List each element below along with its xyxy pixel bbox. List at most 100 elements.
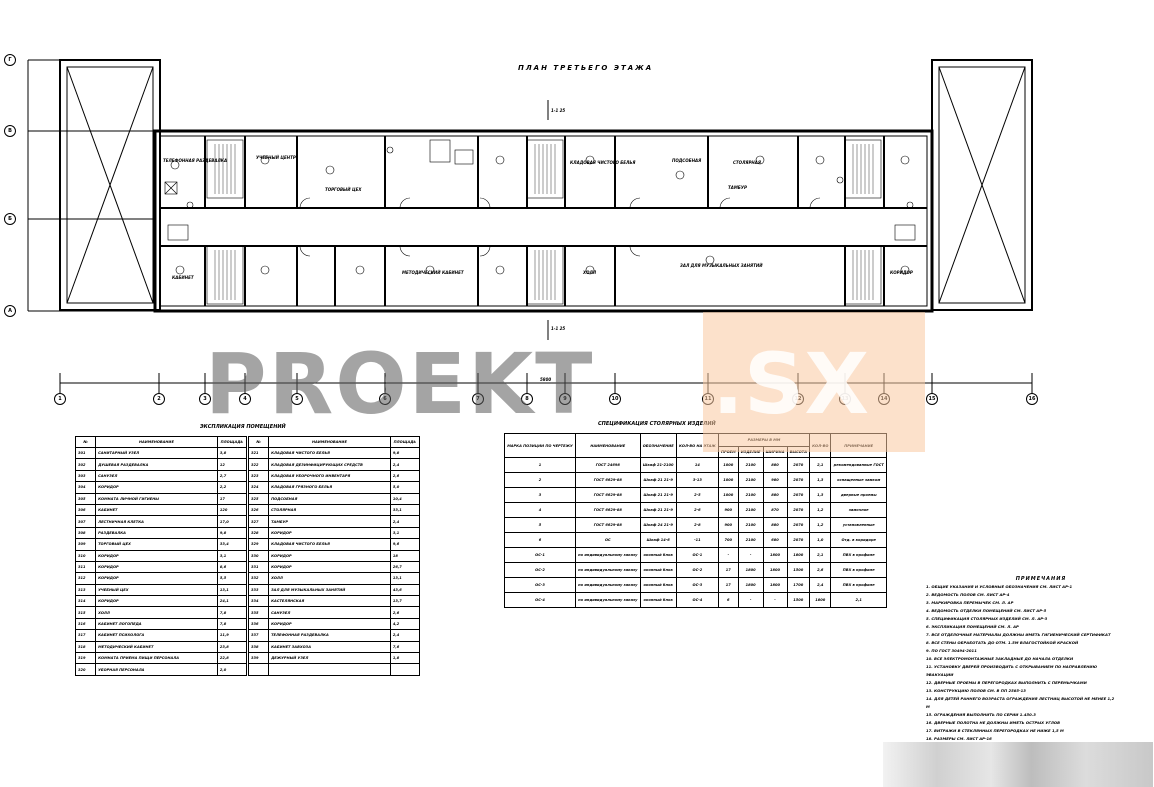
table-cell: 2070 (786, 457, 811, 473)
specification-title: СПЕЦИФИКАЦИЯ СТОЛЯРНЫХ ИЗДЕЛИЙ (598, 421, 716, 427)
table-cell: рекомендованные ГОСТ (830, 457, 887, 473)
table-cell: 33,1 (389, 503, 421, 517)
table-cell: ЛЕСТНИЧНАЯ КЛЕТКА (95, 515, 218, 528)
table-cell: ОС-3 (675, 577, 719, 593)
col-axis-9: 9 (559, 393, 571, 405)
section-mark-bottom: 1-1 25 (551, 326, 566, 331)
table-header-cell: НАИМЕНОВАНИЕ (268, 436, 391, 448)
table-cell: КЛАДОВАЯ ЧИСТОГО БЕЛЬЯ (268, 538, 391, 551)
table-cell: КАБИНЕТ ПСИХОЛОГА (95, 629, 218, 642)
table-cell: 2,1 (830, 592, 887, 608)
table-cell: ПВХ в профиле (830, 547, 887, 563)
table-cell: 43,6 (389, 583, 421, 597)
table-cell: 680 (762, 532, 788, 548)
table-cell: 6 (717, 592, 739, 608)
table-cell: ОС-4 (675, 592, 719, 608)
table-cell: установленные (830, 517, 887, 533)
table-cell: 900 (717, 517, 739, 533)
room-label: МЕТОДИЧЕСКИЙ КАБИНЕТ (402, 270, 464, 275)
table-cell: дверные проемы (830, 487, 887, 503)
room-label: ПОДСОБНАЯ (672, 158, 702, 163)
table-cell: 2-6 (675, 502, 719, 518)
table-cell: 336 (247, 617, 270, 631)
table-cell: КОРИДОР (268, 617, 391, 631)
table-cell: 327 (247, 515, 270, 528)
table-cell: 22,8 (216, 652, 248, 665)
explication-title: ЭКСПЛИКАЦИЯ ПОМЕЩЕНИЙ (200, 424, 286, 430)
table-cell: - (737, 547, 764, 563)
table-cell: 33,4 (216, 538, 248, 551)
table-cell: КОРИДОР (95, 560, 218, 574)
table-cell: 318 (74, 640, 97, 654)
table-cell: 2,0 (216, 663, 248, 676)
table-cell: ГОСТ 6629-88 (574, 487, 641, 503)
table-cell: ОС-3 (504, 577, 576, 593)
note-item: 5. СПЕЦИФИКАЦИЯ СТОЛЯРНЫХ ИЗДЕЛИЙ СМ. Л.… (926, 616, 1048, 621)
table-cell: 1800 (762, 547, 788, 563)
watermark-orange-box (703, 312, 925, 452)
table-cell: СТОЛЯРНАЯ (268, 503, 391, 517)
room-label: ЗАЛ ДЛЯ МУЗЫКАЛЬНЫХ ЗАНЯТИЙ (680, 263, 763, 268)
table-cell: 2,6 (809, 562, 832, 578)
table-cell: 309 (74, 538, 97, 551)
table-cell: ОС-4 (504, 592, 576, 608)
table-cell: ОС-2 (675, 562, 719, 578)
table-cell: 308 (74, 526, 97, 540)
table-cell: 1800 (809, 592, 832, 608)
table-cell: 2070 (786, 502, 811, 518)
note-item: 15. ОГРАЖДЕНИЯ ВЫПОЛНИТЬ ПО СЕРИИ 1.450.… (926, 712, 1036, 717)
table-cell: 17 (216, 492, 248, 505)
table-cell: 2,7 (216, 469, 248, 483)
table-cell: 14 (675, 457, 719, 473)
row-axis-b: Б (4, 213, 16, 225)
table-cell: КОРИДОР (95, 572, 218, 585)
room-label: УЧЕБНЫЙ ЦЕНТР (256, 155, 296, 160)
table-cell: 5,5 (216, 572, 248, 585)
room-label: ХОЛЛ (583, 270, 597, 275)
table-cell: 312 (74, 572, 97, 585)
table-cell: 7,8 (216, 606, 248, 619)
table-cell: 1000 (717, 487, 739, 503)
table-cell: 315 (74, 606, 97, 619)
table-cell: 322 (247, 458, 270, 471)
table-cell: 7,8 (216, 617, 248, 631)
table-cell: 2100 (737, 532, 764, 548)
table-cell: 1000 (717, 472, 739, 488)
table-cell: КОРИДОР (268, 526, 391, 540)
table-cell: по индивидуальному заказу (574, 577, 641, 593)
note-item: 11. УСТАНОВКУ ДВЕРЕЙ ПРОИЗВОДИТЬ С ОТКРЫ… (926, 664, 1098, 677)
table-header-cell: МАРКА ПОЗИЦИИ ПО ЧЕРТЕЖУ (504, 433, 576, 458)
blurred-footer (883, 742, 1153, 787)
col-axis-5: 5 (291, 393, 303, 405)
table-cell: 337 (247, 629, 270, 642)
table-cell: оконный блок (639, 562, 677, 578)
row-axis-a: А (4, 305, 16, 317)
table-cell: Шкаф 24 21-9 (639, 517, 677, 533)
table-cell: КОМНАТА ПРИЕМА ПИЩИ ПЕРСОНАЛА (95, 652, 218, 665)
table-cell: 17 (717, 577, 739, 593)
table-cell: 1 (504, 457, 576, 473)
table-cell: 5,0 (389, 481, 421, 494)
table-cell: 11,9 (216, 629, 248, 642)
table-cell: ДЕЖУРНЫЙ УЗЕЛ (268, 652, 391, 665)
room-label: ТОРГОВЫЙ ЦЕХ (325, 187, 362, 192)
note-item: 8. ВСЕ СТЕНЫ ОБРАБОТАТЬ ДО ОТМ. 1.5М ВЛА… (926, 640, 1079, 645)
table-cell: 2,1 (809, 547, 832, 563)
table-cell: 317 (74, 629, 97, 642)
table-cell: КАБИНЕТ ЗАВХОЗА (268, 640, 391, 654)
table-row (247, 663, 421, 676)
table-cell: 13,7 (389, 595, 421, 608)
table-header-cell: ПЛОЩАДЬ (389, 436, 421, 448)
